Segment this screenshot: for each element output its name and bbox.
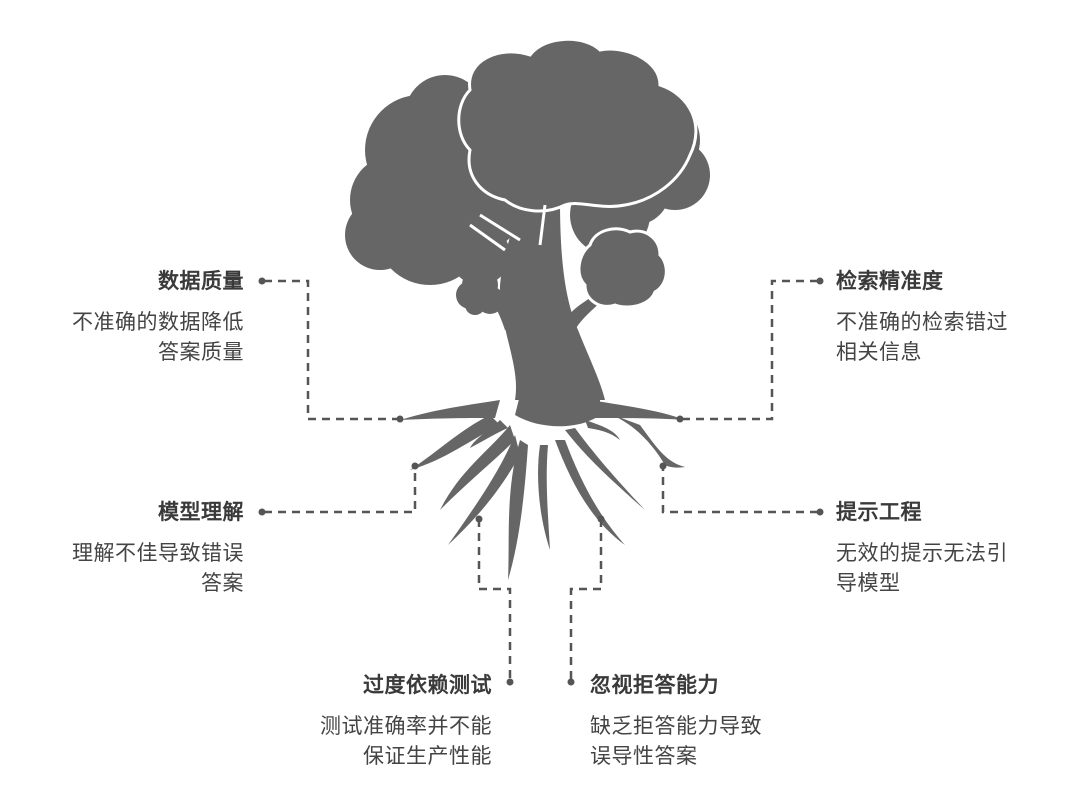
item-prompt-engineering: 提示工程 无效的提示无法引 导模型 xyxy=(836,498,1008,598)
connectors xyxy=(264,279,818,680)
item-data-quality: 数据质量 不准确的数据降低 答案质量 xyxy=(72,267,244,367)
item-model-understanding: 模型理解 理解不佳导致错误 答案 xyxy=(72,498,244,598)
item-description: 不准确的数据降低 答案质量 xyxy=(72,310,244,364)
connector-retrieval-precision xyxy=(680,279,818,421)
connector-over-reliance-testing xyxy=(477,519,512,680)
connector-data-quality xyxy=(264,279,400,421)
top-canopy xyxy=(457,37,698,213)
item-description: 无效的提示无法引 导模型 xyxy=(836,541,1008,595)
item-title: 忽视拒答能力 xyxy=(590,673,719,697)
connector-prompt-engineering xyxy=(661,466,818,514)
item-over-reliance-testing: 过度依赖测试 测试准确率并不能 保证生产性能 xyxy=(320,671,492,771)
item-description: 测试准确率并不能 保证生产性能 xyxy=(320,714,492,768)
connector-dots xyxy=(258,277,824,686)
tree-icon xyxy=(345,37,710,580)
item-description: 缺乏拒答能力导致 误导性答案 xyxy=(590,714,762,768)
item-title: 检索精准度 xyxy=(836,269,944,293)
item-ignoring-refusal: 忽视拒答能力 缺乏拒答能力导致 误导性答案 xyxy=(590,671,762,771)
connector-model-understanding xyxy=(264,466,417,514)
connector-ignoring-refusal xyxy=(569,519,603,680)
small-left-canopy xyxy=(456,267,504,315)
item-retrieval-precision: 检索精准度 不准确的检索错过 相关信息 xyxy=(836,267,1008,367)
item-title: 数据质量 xyxy=(158,269,244,293)
item-description: 不准确的检索错过 相关信息 xyxy=(836,310,1008,364)
trunk xyxy=(499,200,605,400)
item-title: 提示工程 xyxy=(836,500,922,524)
item-description: 理解不佳导致错误 答案 xyxy=(72,541,244,595)
item-title: 模型理解 xyxy=(158,500,244,524)
roots xyxy=(400,395,685,580)
item-title: 过度依赖测试 xyxy=(363,673,492,697)
lower-right-canopy xyxy=(577,227,668,309)
